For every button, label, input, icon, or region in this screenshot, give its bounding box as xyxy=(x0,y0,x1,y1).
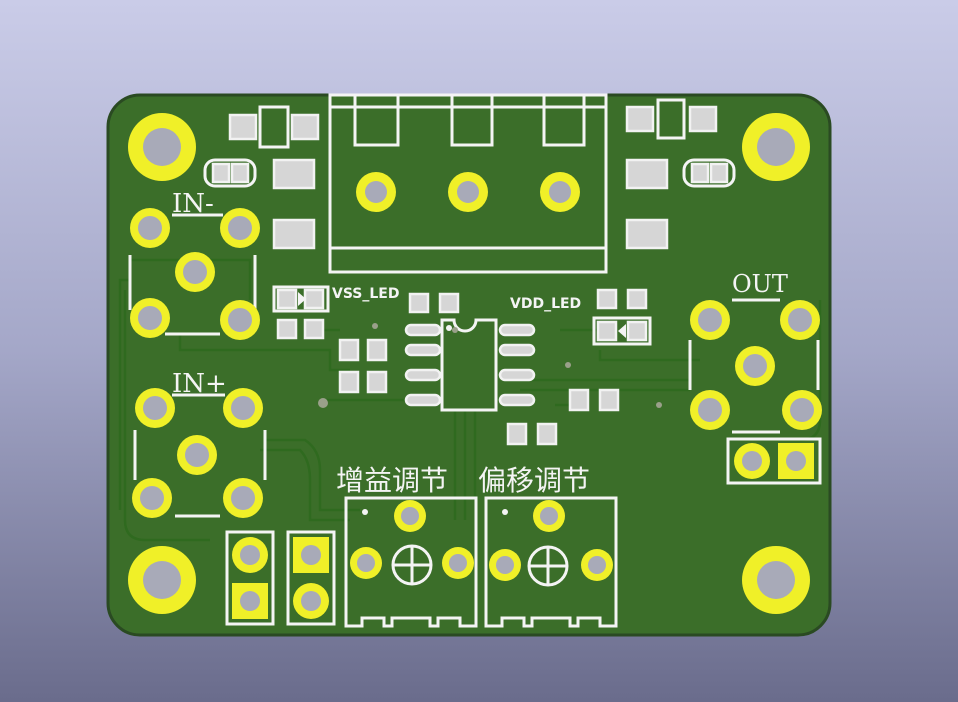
opamp-ic xyxy=(404,318,536,412)
out-label: OUT xyxy=(732,270,788,298)
smd-components xyxy=(203,98,736,446)
offset-adjust-label: 偏移调节 xyxy=(478,464,590,497)
output-header xyxy=(726,437,822,485)
mounting-holes xyxy=(128,113,810,614)
vss-led-label: VSS_LED xyxy=(332,286,399,302)
in-minus-connector xyxy=(128,208,260,340)
offset-potentiometer xyxy=(484,496,618,628)
out-connector xyxy=(688,298,822,434)
vdd-led-label: VDD_LED xyxy=(510,296,581,312)
gain-adjust-label: 增益调节 xyxy=(336,464,448,497)
gain-potentiometer xyxy=(344,496,478,628)
jumper-headers xyxy=(225,530,336,626)
vias xyxy=(318,323,662,408)
power-connector xyxy=(328,93,608,274)
in-plus-connector xyxy=(132,388,267,518)
